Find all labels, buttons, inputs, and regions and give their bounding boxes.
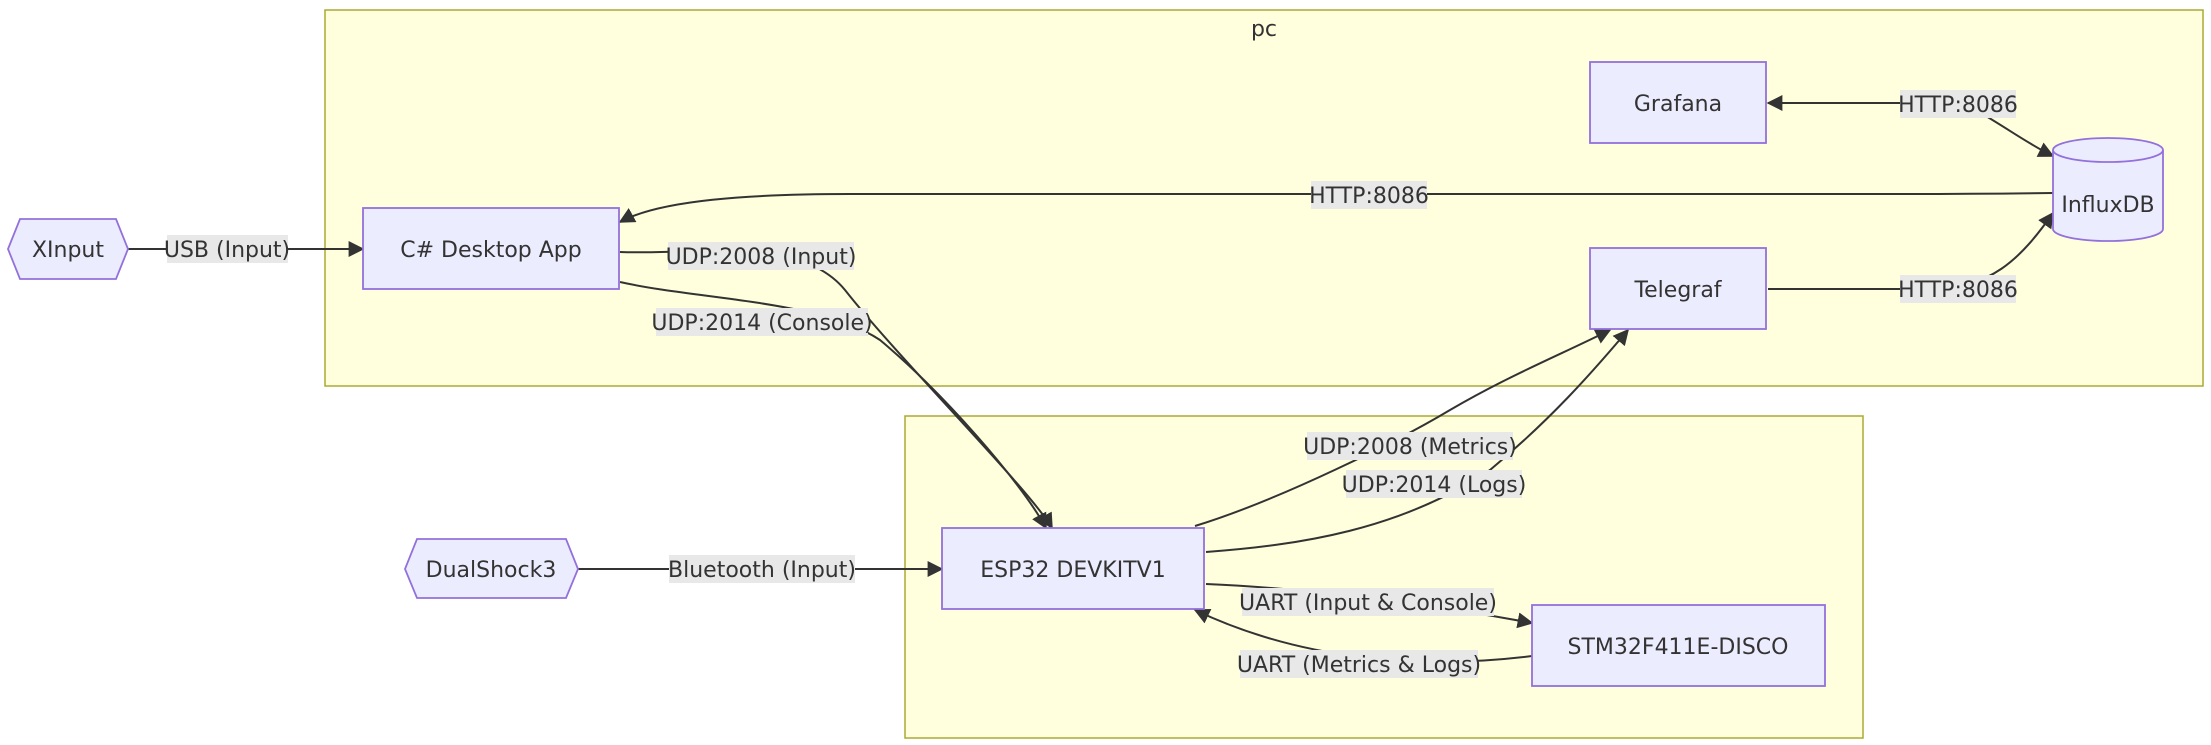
cluster-pc-label: pc xyxy=(1251,17,1277,42)
svg-text:Telegraf: Telegraf xyxy=(1633,278,1722,303)
svg-text:XInput: XInput xyxy=(32,238,104,263)
svg-text:InfluxDB: InfluxDB xyxy=(2061,193,2154,218)
node-esp32[interactable]: ESP32 DEVKITV1 xyxy=(941,527,1205,610)
edge-esp-to-telegraf-metrics xyxy=(1194,329,1612,527)
svg-text:UDP:2008 (Input): UDP:2008 (Input) xyxy=(666,245,857,270)
svg-text:C# Desktop App: C# Desktop App xyxy=(400,238,582,263)
edge-influx-to-app xyxy=(618,192,2054,223)
svg-text:DualShock3: DualShock3 xyxy=(426,558,557,583)
edge-label-http-influx-app: HTTP:8086 xyxy=(1309,181,1429,209)
node-telegraf[interactable]: Telegraf xyxy=(1589,247,1767,330)
node-dualshock3[interactable]: DualShock3 xyxy=(404,538,579,599)
svg-text:Grafana: Grafana xyxy=(1634,92,1722,117)
edge-label-http-grafana: HTTP:8086 xyxy=(1898,90,2018,118)
svg-text:UDP:2014 (Console): UDP:2014 (Console) xyxy=(651,311,872,336)
svg-text:HTTP:8086: HTTP:8086 xyxy=(1309,184,1429,209)
svg-text:USB (Input): USB (Input) xyxy=(164,238,290,263)
edge-label-uart-input-console: UART (Input & Console) xyxy=(1239,588,1497,616)
svg-text:ESP32 DEVKITV1: ESP32 DEVKITV1 xyxy=(980,558,1165,583)
edge-label-uart-metrics-logs: UART (Metrics & Logs) xyxy=(1237,650,1481,678)
node-xinput[interactable]: XInput xyxy=(7,218,129,280)
edge-label-bluetooth-input: Bluetooth (Input) xyxy=(668,555,856,583)
svg-text:Bluetooth (Input): Bluetooth (Input) xyxy=(668,558,856,583)
node-desktop-app[interactable]: C# Desktop App xyxy=(362,207,620,290)
svg-text:STM32F411E-DISCO: STM32F411E-DISCO xyxy=(1568,635,1789,660)
svg-text:HTTP:8086: HTTP:8086 xyxy=(1898,278,2018,303)
edge-label-http-telegraf: HTTP:8086 xyxy=(1898,275,2018,303)
svg-text:HTTP:8086: HTTP:8086 xyxy=(1898,93,2018,118)
node-stm32[interactable]: STM32F411E-DISCO xyxy=(1531,604,1826,687)
edge-label-udp2008-input: UDP:2008 (Input) xyxy=(666,242,857,270)
svg-text:UDP:2008 (Metrics): UDP:2008 (Metrics) xyxy=(1303,435,1517,460)
edge-label-udp2014-console: UDP:2014 (Console) xyxy=(651,308,873,336)
edge-app-to-esp-console xyxy=(619,281,1047,530)
node-influxdb[interactable]: InfluxDB xyxy=(2052,137,2164,242)
svg-text:UART (Input & Console): UART (Input & Console) xyxy=(1239,591,1497,616)
node-grafana[interactable]: Grafana xyxy=(1589,61,1767,144)
cluster-pc: pc xyxy=(324,9,2204,387)
svg-text:UART (Metrics & Logs): UART (Metrics & Logs) xyxy=(1237,653,1481,678)
edge-label-udp2014-logs: UDP:2014 (Logs) xyxy=(1342,470,1527,498)
edge-label-udp2008-metrics: UDP:2008 (Metrics) xyxy=(1303,432,1517,460)
edge-label-usb-input: USB (Input) xyxy=(164,235,290,263)
svg-text:UDP:2014 (Logs): UDP:2014 (Logs) xyxy=(1342,473,1527,498)
